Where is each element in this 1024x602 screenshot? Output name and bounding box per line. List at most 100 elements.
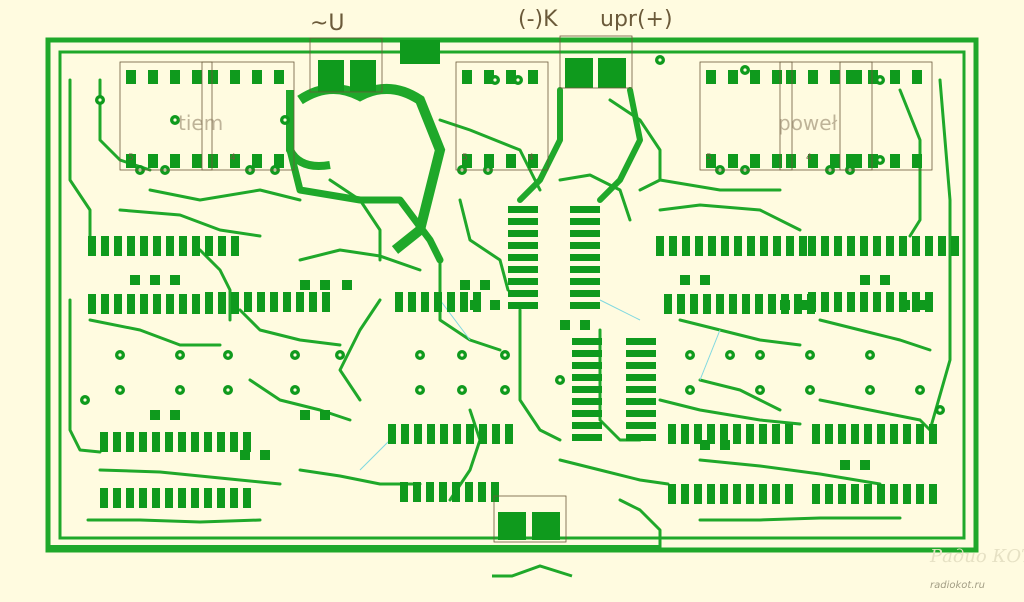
ic-pin-pad	[114, 294, 122, 314]
ic-pin-pad	[296, 292, 304, 312]
ratsnest-line	[699, 329, 721, 381]
relay-pin-pad	[852, 154, 862, 168]
ic-pin-pad	[218, 236, 226, 256]
smd-pad	[860, 275, 870, 285]
ic-pin-pad	[114, 236, 122, 256]
smd-pad	[300, 280, 310, 290]
copper-trace	[518, 308, 562, 442]
relay-pin-pad	[484, 154, 494, 168]
relay-pin-pad	[274, 70, 284, 84]
relay-pin-pad	[706, 70, 716, 84]
smd-pad	[460, 280, 470, 290]
ic-pin-pad	[127, 236, 135, 256]
drill-hole	[516, 78, 520, 82]
component-outline	[839, 61, 933, 171]
ic-pin-pad	[270, 292, 278, 312]
ic-pin-pad	[916, 424, 924, 444]
smd-pad	[260, 450, 270, 460]
relay-pin-pad	[750, 154, 760, 168]
ic-pin-pad	[191, 432, 199, 452]
ic-pin-pad	[864, 424, 872, 444]
ic-pin-pad	[166, 294, 174, 314]
relay-pin-pad	[852, 70, 862, 84]
ic-pin-pad	[165, 488, 173, 508]
ic-pin-pad	[703, 294, 711, 314]
ic-pin-pad	[204, 488, 212, 508]
ic-pin-pad	[492, 424, 500, 444]
ic-pin-pad	[570, 290, 600, 297]
ic-pin-pad	[192, 236, 200, 256]
ic-pin-pad	[626, 410, 656, 417]
ic-pin-pad	[231, 236, 239, 256]
ic-pin-pad	[139, 432, 147, 452]
ic-pin-pad	[626, 362, 656, 369]
ic-pin-pad	[695, 236, 703, 256]
ic-pin-pad	[230, 432, 238, 452]
ic-pin-pad	[572, 398, 602, 405]
pin-5-label: 5	[706, 153, 712, 163]
copper-trace	[608, 98, 662, 182]
ic-pin-pad	[677, 294, 685, 314]
ic-pin-pad	[243, 432, 251, 452]
drill-hole	[808, 353, 812, 357]
ic-pin-pad	[886, 236, 894, 256]
right-block-label: poweł	[778, 111, 838, 135]
copper-trace	[658, 398, 802, 426]
copper-trace	[818, 398, 932, 432]
ic-pin-pad	[231, 292, 239, 312]
ic-pin-pad	[755, 294, 763, 314]
ic-pin-pad	[768, 294, 776, 314]
ic-pin-pad	[113, 488, 121, 508]
drill-hole	[83, 398, 87, 402]
ic-pin-pad	[179, 236, 187, 256]
ic-pin-pad	[572, 410, 602, 417]
ic-pin-pad	[733, 424, 741, 444]
ic-pin-pad	[821, 236, 829, 256]
ic-pin-pad	[720, 484, 728, 504]
drill-hole	[658, 58, 662, 62]
left-block-label: tiem	[178, 111, 223, 135]
smd-pad	[342, 280, 352, 290]
copper-trace	[98, 78, 152, 172]
smd-pad	[150, 410, 160, 420]
ic-pin-pad	[152, 432, 160, 452]
copper-trace	[328, 178, 382, 262]
smd-pad	[480, 280, 490, 290]
copper-trace	[338, 298, 382, 402]
drill-hole	[558, 378, 562, 382]
drill-hole	[226, 388, 230, 392]
ic-pin-pad	[668, 424, 676, 444]
drill-hole	[178, 388, 182, 392]
relay-pin-pad	[462, 154, 472, 168]
ic-pin-pad	[178, 432, 186, 452]
relay-pin-pad	[506, 154, 516, 168]
ac-input-label: ~U	[310, 11, 345, 36]
copper-trace	[298, 248, 422, 272]
relay-pin-pad	[252, 70, 262, 84]
smd-pad	[900, 300, 910, 310]
power-trace	[286, 146, 444, 264]
pin-5-label: 5	[462, 153, 468, 163]
relay-pin-pad	[148, 70, 158, 84]
ic-pin-pad	[747, 236, 755, 256]
relay-pin-pad	[462, 70, 472, 84]
pin-4-label: 4	[806, 153, 812, 163]
smd-pad	[880, 275, 890, 285]
ic-pin-pad	[785, 424, 793, 444]
ic-pin-pad	[572, 338, 602, 345]
pin-4-label: 4	[528, 153, 534, 163]
ic-pin-pad	[466, 424, 474, 444]
switch-symbol	[492, 564, 573, 578]
ic-pin-pad	[786, 236, 794, 256]
ic-pin-pad	[721, 236, 729, 256]
ic-pin-pad	[217, 432, 225, 452]
smd-pad	[840, 460, 850, 470]
ratsnest-line	[359, 439, 391, 471]
ic-pin-pad	[572, 434, 602, 441]
ic-pin-pad	[808, 236, 816, 256]
ic-pin-pad	[681, 484, 689, 504]
minus-k-label: (-)K	[518, 7, 558, 32]
ic-pin-pad	[851, 484, 859, 504]
ic-pin-pad	[773, 236, 781, 256]
ic-pin-pad	[860, 292, 868, 312]
